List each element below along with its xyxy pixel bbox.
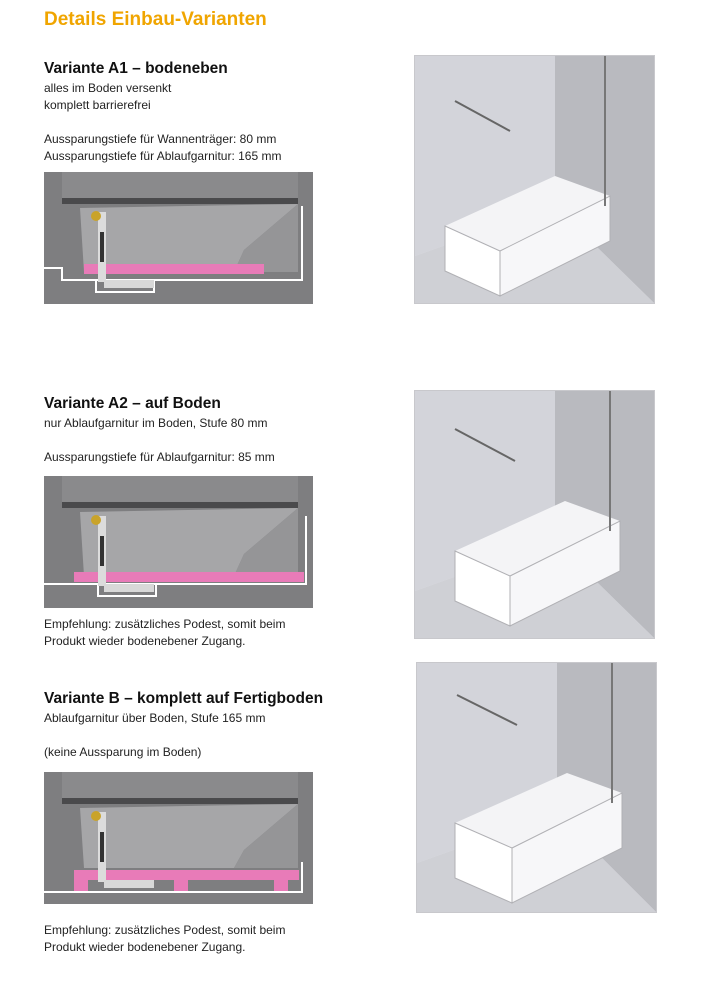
variant-b-heading: Variante B – komplett auf Fertigboden xyxy=(44,690,324,707)
variant-b-bathtub-render xyxy=(416,662,657,913)
variant-a2-line: nur Ablaufgarnitur im Boden, Stufe 80 mm xyxy=(44,416,268,430)
variant-a2-heading: Variante A2 – auf Boden xyxy=(44,395,221,412)
variant-b-note-line: Empfehlung: zusätzliches Podest, somit b… xyxy=(44,923,286,937)
variant-a2-note: Empfehlung: zusätzliches Podest, somit b… xyxy=(44,616,364,650)
variant-b-section-diagram xyxy=(44,772,313,904)
variant-a1-text: Variante A1 – bodeneben alles im Boden v… xyxy=(44,60,364,165)
variant-b-note-line: Produkt wieder bodenebener Zugang. xyxy=(44,940,246,954)
variant-b-note: Empfehlung: zusätzliches Podest, somit b… xyxy=(44,922,364,956)
variant-a2-note-line: Produkt wieder bodenebener Zugang. xyxy=(44,634,246,648)
page-title: Details Einbau-Varianten xyxy=(44,9,267,30)
variant-a1-bathtub-render xyxy=(414,55,655,304)
variant-a1-spec: Aussparungstiefe für Ablaufgarnitur: 165… xyxy=(44,149,282,163)
variant-a2-spec: Aussparungstiefe für Ablaufgarnitur: 85 … xyxy=(44,450,275,464)
variant-a1-line: komplett barrierefrei xyxy=(44,98,151,112)
variant-a2-bathtub-render xyxy=(414,390,655,639)
variant-a2-text: Variante A2 – auf Boden nur Ablaufgarnit… xyxy=(44,395,364,466)
variant-a1-section-diagram xyxy=(44,172,313,304)
variant-a2-note-line: Empfehlung: zusätzliches Podest, somit b… xyxy=(44,617,286,631)
variant-b-line: Ablaufgarnitur über Boden, Stufe 165 mm xyxy=(44,711,266,725)
variant-a1-heading: Variante A1 – bodeneben xyxy=(44,60,228,77)
variant-b-text: Variante B – komplett auf Fertigboden Ab… xyxy=(44,690,364,761)
variant-a1-spec: Aussparungstiefe für Wannenträger: 80 mm xyxy=(44,132,277,146)
variant-b-spec: (keine Aussparung im Boden) xyxy=(44,745,202,759)
variant-a2-section-diagram xyxy=(44,476,313,608)
variant-a1-line: alles im Boden versenkt xyxy=(44,81,172,95)
